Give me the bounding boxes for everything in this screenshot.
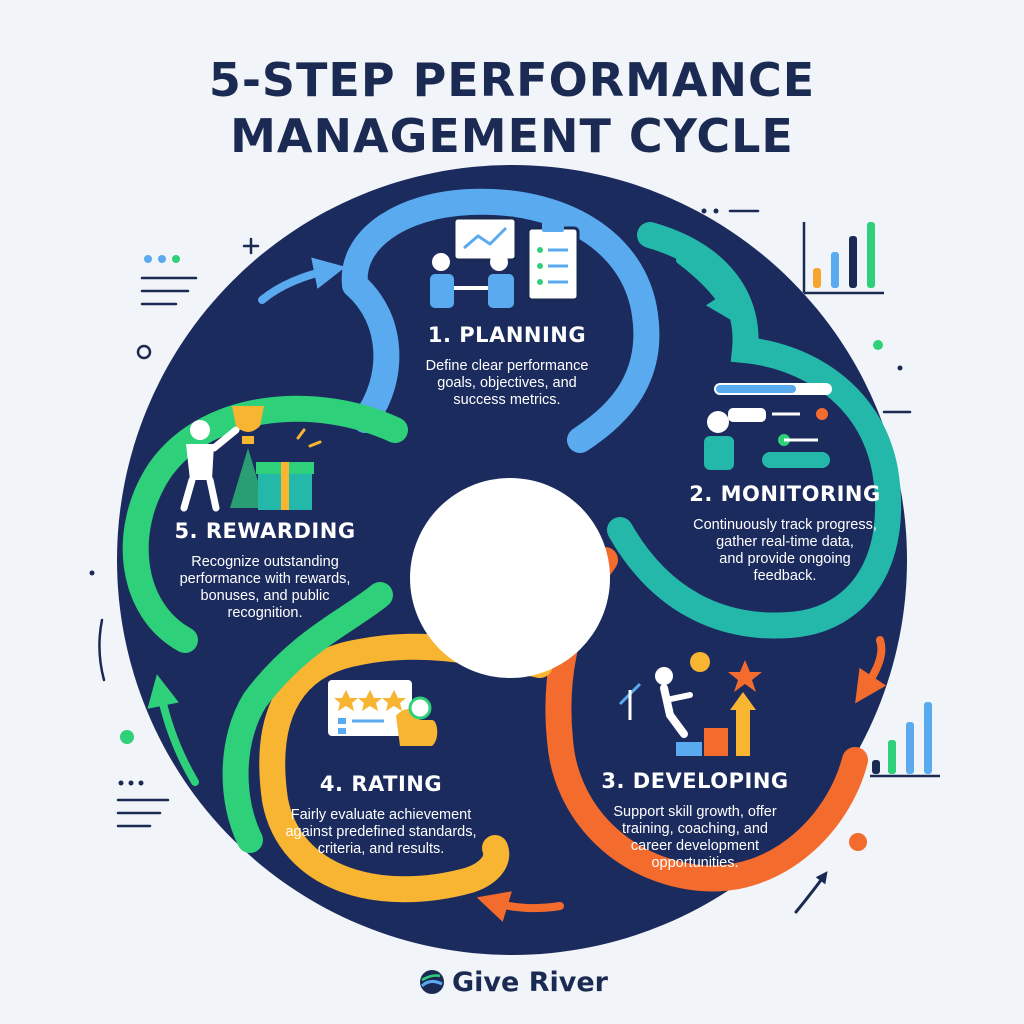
step-description-line: gather real-time data,	[716, 534, 854, 550]
step-description-line: against predefined standards,	[285, 824, 477, 840]
page-title-line-1: 5-STEP PERFORMANCE	[208, 53, 816, 107]
dot-decoration-right	[873, 340, 912, 414]
step-description-line: recognition.	[227, 605, 303, 621]
plus-sign-decoration	[242, 237, 260, 255]
step-heading: 3. DEVELOPING	[601, 769, 789, 793]
step-description-line: performance with rewards,	[179, 571, 351, 587]
orange-dot-decoration	[849, 833, 867, 851]
step-heading: 5. REWARDING	[174, 519, 356, 543]
arrow-rewarding-to-planning	[258, 257, 346, 304]
step-description-line: Fairly evaluate achievement	[290, 807, 472, 823]
step-description-line: criteria, and results.	[317, 841, 445, 857]
dots-and-lines-decoration-left-bottom	[116, 780, 170, 828]
step-planning: 1. PLANNING Define clear performance goa…	[382, 322, 632, 409]
step-description: Fairly evaluate achievement against pred…	[246, 807, 516, 858]
cycle-arrows	[147, 256, 887, 922]
step-description: Define clear performance goals, objectiv…	[382, 358, 632, 409]
planning-meeting-icon	[430, 216, 580, 308]
background-decorations	[89, 208, 940, 914]
step-description-line: Recognize outstanding	[191, 554, 339, 570]
star-rating-icon	[328, 680, 438, 746]
arrow-rating-to-rewarding	[147, 674, 199, 786]
planning-band-tail	[342, 272, 400, 433]
page-title-line-2: MANAGEMENT CYCLE	[230, 109, 794, 163]
step-rewarding: 5. REWARDING Recognize outstanding perfo…	[130, 518, 400, 622]
dot-decoration-top	[701, 208, 760, 214]
rating-band	[259, 633, 553, 903]
step-heading: 4. RATING	[319, 772, 443, 796]
step-description-line: Continuously track progress,	[693, 517, 877, 533]
rewarding-band	[122, 395, 408, 653]
step-description-line: success metrics.	[453, 392, 561, 408]
telescope-monitoring-icon	[704, 383, 832, 470]
dot-decoration-left	[89, 570, 134, 744]
step-description-line: Define clear performance	[425, 358, 589, 374]
step-monitoring: 2. MONITORING Continuously track progres…	[650, 481, 920, 585]
step-description-line: goals, objectives, and	[437, 375, 577, 391]
step-description-line: and provide ongoing	[719, 551, 851, 567]
brand-logo: Give River	[412, 962, 608, 1002]
rewarding-band-inner	[222, 582, 393, 853]
step-description-line: career development	[630, 838, 760, 854]
step-description: Continuously track progress, gather real…	[650, 517, 920, 585]
arrow-monitoring-to-developing	[855, 636, 887, 704]
growth-stairs-icon	[618, 652, 762, 756]
give-river-logo-icon	[420, 970, 444, 994]
step-description-line: feedback.	[753, 568, 817, 584]
step-rating: 4. RATING Fairly evaluate achievement ag…	[246, 771, 516, 858]
step-heading: 2. MONITORING	[689, 482, 881, 506]
step-description-line: Support skill growth, offer	[613, 804, 777, 820]
step-description-line: opportunities.	[651, 855, 739, 871]
arrow-decoration-bottom-right	[794, 871, 828, 914]
brand-name: Give River	[452, 966, 609, 998]
ring-decoration	[136, 344, 152, 360]
planning-band	[341, 188, 660, 453]
arrow-developing-to-rating	[476, 891, 564, 922]
bar-chart-icon	[802, 222, 884, 295]
step-description: Recognize outstanding performance with r…	[130, 554, 400, 622]
step-description-line: training, coaching, and	[622, 821, 768, 837]
monitoring-band	[607, 222, 902, 639]
bar-chart-icon-bottom	[870, 702, 940, 778]
step-description: Support skill growth, offer training, co…	[570, 804, 820, 872]
step-heading: 1. PLANNING	[427, 323, 587, 347]
dots-and-lines-decoration-left-top	[140, 255, 198, 306]
trophy-gift-icon	[180, 406, 322, 512]
step-description-line: bonuses, and public	[200, 588, 330, 604]
arrow-planning-to-monitoring	[676, 256, 737, 324]
cycle-center-hole	[410, 478, 610, 678]
step-developing: 3. DEVELOPING Support skill growth, offe…	[570, 768, 820, 872]
